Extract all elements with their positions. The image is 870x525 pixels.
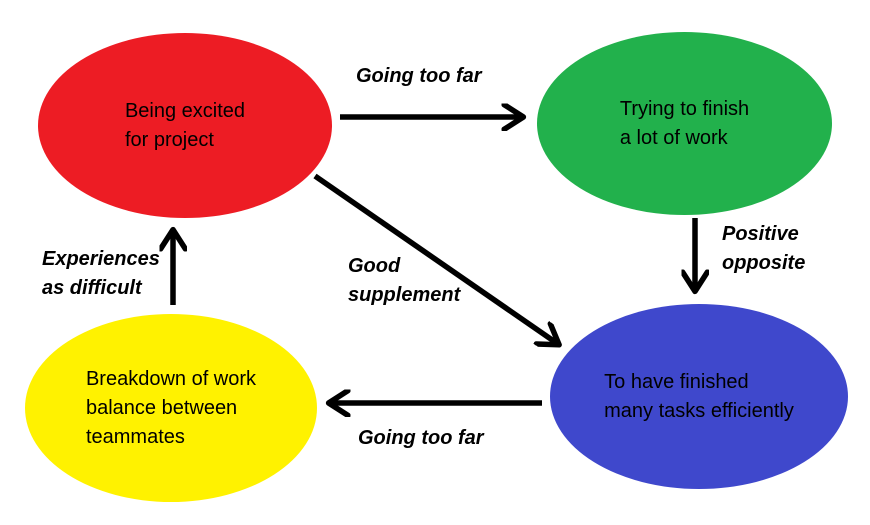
- node-trying-to-finish-label: Trying to finish a lot of work: [619, 97, 750, 149]
- edge-label-going-too-far-bottom: Going too far: [358, 427, 484, 449]
- edge-label-experiences-as-difficult: Experiences as difficult: [42, 248, 160, 299]
- node-finished-many-tasks-label: To have finished many tasks efficiently: [604, 370, 794, 422]
- node-finished-many-tasks: To have finished many tasks efficiently: [550, 304, 848, 489]
- arrow-excited-to-finished: [313, 173, 558, 344]
- node-breakdown-of-work: Breakdown of work balance between teamma…: [25, 314, 317, 502]
- node-being-excited-label: Being excited for project: [124, 99, 246, 151]
- node-trying-to-finish: Trying to finish a lot of work: [537, 32, 832, 215]
- edge-label-good-supplement: Good supplement: [348, 255, 461, 306]
- edge-label-positive-opposite: Positive opposite: [722, 223, 806, 274]
- node-being-excited: Being excited for project: [38, 33, 332, 218]
- edge-label-going-too-far-top: Going too far: [356, 65, 482, 87]
- node-breakdown-of-work-label: Breakdown of work balance between teamma…: [85, 367, 257, 448]
